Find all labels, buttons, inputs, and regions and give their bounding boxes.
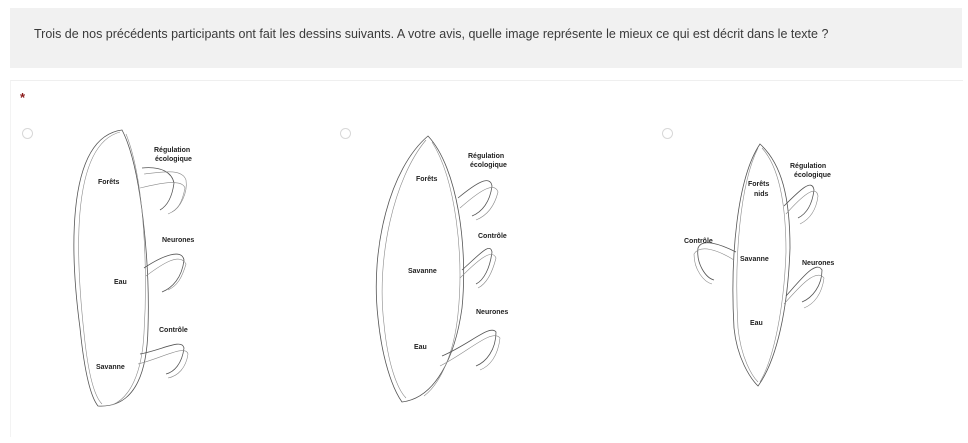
label-regulation-1: Régulation xyxy=(790,163,826,170)
label-regulation-2: écologique xyxy=(470,162,507,169)
label-neurones: Neurones xyxy=(476,309,508,316)
answer-option-3[interactable]: Régulation écologique Forêts nids Contrô… xyxy=(662,128,962,418)
option-3-drawing: Régulation écologique Forêts nids Contrô… xyxy=(662,128,962,418)
label-controle: Contrôle xyxy=(684,238,713,245)
label-regulation-1: Régulation xyxy=(154,147,190,154)
label-savanne: Savanne xyxy=(96,364,125,371)
answer-option-1[interactable]: Régulation écologique Forêts Neurones Ea… xyxy=(22,128,322,418)
question-header: Trois de nos précédents participants ont… xyxy=(10,8,962,68)
label-regulation-2: écologique xyxy=(794,172,831,179)
label-controle: Contrôle xyxy=(478,233,507,240)
label-savanne: Savanne xyxy=(408,268,437,275)
question-text: Trois de nos précédents participants ont… xyxy=(34,27,828,41)
label-eau: Eau xyxy=(114,279,127,286)
label-forets: Forêts xyxy=(748,181,770,188)
label-forets: Forêts xyxy=(416,176,438,183)
label-controle: Contrôle xyxy=(159,327,188,334)
option-2-drawing: Régulation écologique Forêts Contrôle Sa… xyxy=(340,128,640,418)
label-neurones: Neurones xyxy=(802,260,834,267)
required-marker: * xyxy=(20,90,25,105)
label-forets: Forêts xyxy=(98,179,120,186)
option-1-drawing: Régulation écologique Forêts Neurones Ea… xyxy=(22,128,322,418)
label-regulation-2: écologique xyxy=(155,156,192,163)
answer-option-2[interactable]: Régulation écologique Forêts Contrôle Sa… xyxy=(340,128,640,418)
label-eau: Eau xyxy=(750,320,763,327)
label-savanne: Savanne xyxy=(740,256,769,263)
label-regulation-1: Régulation xyxy=(468,153,504,160)
label-neurones: Neurones xyxy=(162,237,194,244)
label-eau: Eau xyxy=(414,344,427,351)
label-nids: nids xyxy=(754,191,768,198)
